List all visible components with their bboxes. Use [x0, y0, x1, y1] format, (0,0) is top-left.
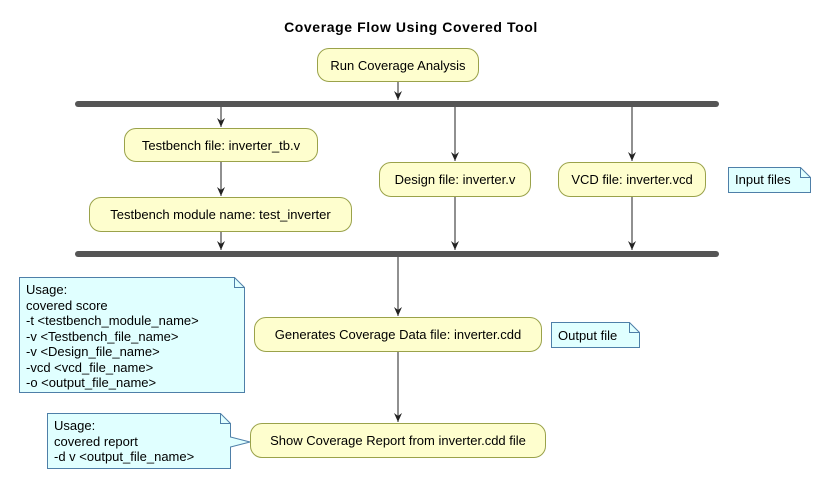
node-show-coverage-report: Show Coverage Report from inverter.cdd f… — [250, 423, 546, 458]
node-run-coverage-analysis: Run Coverage Analysis — [317, 48, 479, 82]
note-covered-report-usage: Usage: covered report -d v <output_file_… — [47, 413, 251, 469]
note-line: Usage: — [54, 418, 96, 433]
note-input-files: Input files — [728, 167, 811, 193]
note-line: Output file — [558, 328, 618, 343]
note-line: covered report — [54, 433, 138, 449]
node-vcd-file: VCD file: inverter.vcd — [558, 162, 706, 197]
note-line: Input files — [735, 172, 791, 187]
note-shape — [19, 277, 245, 393]
diagram-title: Coverage Flow Using Covered Tool — [284, 19, 538, 35]
note-covered-score-usage: Usage: covered score -t <testbench_modul… — [19, 277, 245, 393]
note-line: covered score — [26, 297, 108, 313]
note-output-file: Output file — [551, 322, 640, 348]
node-generate-coverage-data: Generates Coverage Data file: inverter.c… — [254, 317, 542, 352]
node-testbench-module: Testbench module name: test_inverter — [89, 197, 352, 232]
note-shape — [47, 413, 251, 469]
note-line: -v <Testbench_file_name> — [26, 328, 179, 344]
note-line: -o <output_file_name> — [26, 375, 157, 390]
join-bar — [75, 251, 719, 257]
node-testbench-file: Testbench file: inverter_tb.v — [124, 128, 318, 162]
note-line: -d v <output_file_name> — [54, 449, 195, 464]
fork-bar — [75, 101, 719, 107]
note-line: -v <Design_file_name> — [26, 344, 160, 359]
note-line: -vcd <vcd_file_name> — [26, 359, 154, 375]
note-line: Usage: — [26, 282, 68, 297]
note-shape — [551, 322, 640, 348]
node-design-file: Design file: inverter.v — [379, 162, 531, 197]
note-shape — [728, 167, 811, 193]
note-line: -t <testbench_module_name> — [26, 313, 199, 328]
